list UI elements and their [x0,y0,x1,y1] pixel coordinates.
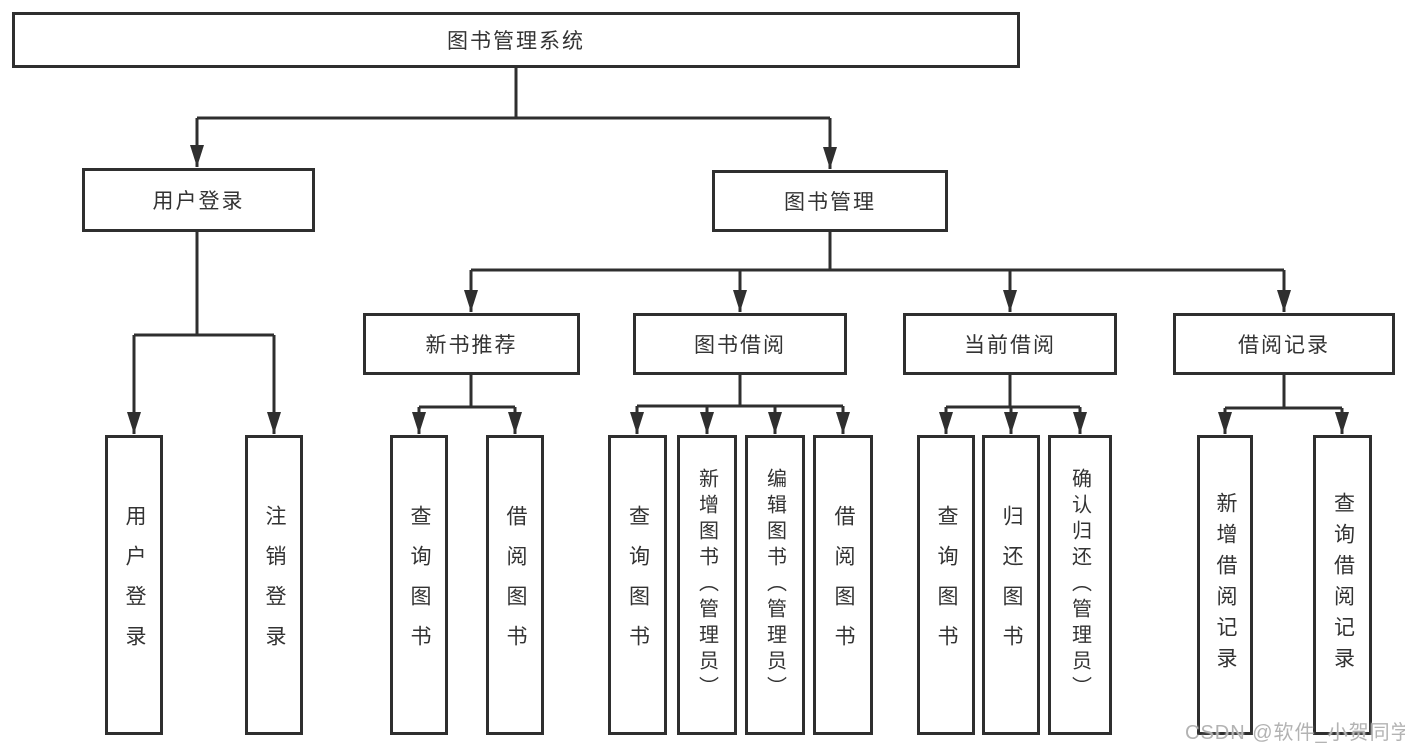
leaf-return-books: 归还图书 [982,435,1040,735]
node-book-management: 图书管理 [712,170,948,232]
leaf-confirm-return-admin: 确认归还（管理员） [1048,435,1112,735]
leaf-query-books-borrowing: 查询图书 [608,435,667,735]
node-current-borrowing: 当前借阅 [903,313,1117,375]
leaf-query-books-recommend: 查询图书 [390,435,448,735]
node-root-library-management-system: 图书管理系统 [12,12,1020,68]
node-new-book-recommend: 新书推荐 [363,313,580,375]
watermark: CSDN @软件_小贺同学 [1185,722,1405,744]
leaf-add-books-admin: 新增图书（管理员） [677,435,737,735]
leaf-logout: 注销登录 [245,435,303,735]
leaf-query-borrow-record: 查询借阅记录 [1313,435,1372,735]
node-book-borrowing: 图书借阅 [633,313,847,375]
leaf-user-login: 用户登录 [105,435,163,735]
leaf-add-borrow-record: 新增借阅记录 [1197,435,1253,735]
leaf-borrow-books-borrowing: 借阅图书 [813,435,873,735]
node-user-login: 用户登录 [82,168,315,232]
leaf-borrow-books-recommend: 借阅图书 [486,435,544,735]
leaf-edit-books-admin: 编辑图书（管理员） [745,435,805,735]
leaf-query-books-current: 查询图书 [917,435,975,735]
node-borrowing-records: 借阅记录 [1173,313,1395,375]
